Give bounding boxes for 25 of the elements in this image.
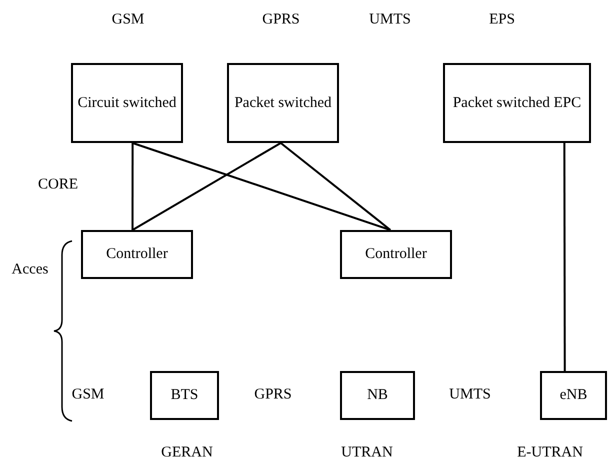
text-label: UTRAN: [341, 444, 393, 462]
text-label: GSM: [112, 12, 144, 28]
text-label: E-UTRAN: [517, 444, 583, 462]
connector-line: [563, 143, 566, 371]
text-label: Acces: [12, 262, 48, 278]
process-box: eNB: [540, 371, 607, 420]
text-label: GERAN: [161, 444, 213, 462]
connector-line: [132, 142, 391, 231]
text-label: GPRS: [262, 12, 300, 28]
process-box: BTS: [150, 371, 219, 420]
text-label: UMTS: [449, 386, 491, 404]
process-box: NB: [340, 371, 415, 420]
connector-line: [132, 142, 282, 231]
process-box: Controller: [340, 230, 452, 279]
process-box: Packet switched: [227, 63, 339, 143]
text-label: GSM: [72, 386, 104, 404]
process-box: Circuit switched: [71, 63, 183, 143]
text-label: UMTS: [369, 12, 411, 28]
process-box: Controller: [81, 230, 193, 279]
connector-line: [132, 143, 134, 230]
text-label: EPS: [489, 12, 515, 28]
text-label: GPRS: [254, 386, 292, 404]
connector-line: [280, 142, 392, 231]
text-label: CORE: [38, 176, 78, 194]
process-box: Packet switched EPC: [443, 63, 591, 143]
